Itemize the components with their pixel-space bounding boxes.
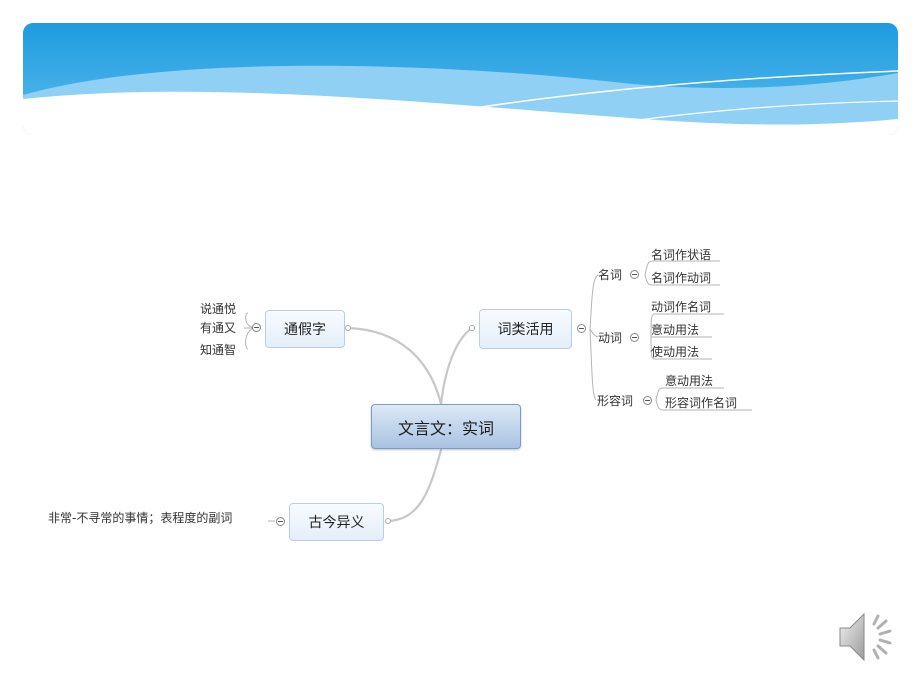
- speaker-icon[interactable]: [836, 606, 898, 668]
- connector-dot: [469, 325, 475, 331]
- central-topic[interactable]: 文言文：实词: [371, 404, 521, 449]
- group-dongci: 动词: [598, 331, 623, 345]
- collapse-toggle-icon[interactable]: [577, 324, 586, 333]
- collapse-toggle-icon[interactable]: [643, 396, 652, 405]
- group-mingci: 名词: [598, 268, 623, 282]
- leaf-zhi-tong-zhi: 知通智: [200, 343, 237, 357]
- topic-cileihuoyong-label: 词类活用: [497, 322, 554, 338]
- topic-tongjiazi[interactable]: 通假字: [265, 310, 345, 348]
- central-topic-label: 文言文：实词: [397, 418, 494, 438]
- leaf-mingci-zuo-zhuangyu: 名词作状语: [651, 248, 712, 262]
- leaf-xrc-zuo-mingci: 形容词作名词: [665, 396, 738, 410]
- topic-gujinyiyi-label: 古今异义: [308, 515, 365, 531]
- connector-dot: [385, 518, 391, 524]
- topic-gujinyiyi[interactable]: 古今异义: [289, 503, 384, 541]
- leaf-dongci-zuo-mingci: 动词作名词: [651, 300, 712, 314]
- collapse-toggle-icon[interactable]: [630, 333, 639, 342]
- leaf-xrc-yidong-yongfa: 意动用法: [665, 374, 714, 388]
- leaf-feichang: 非常-不寻常的事情；表程度的副词: [48, 511, 233, 525]
- collapse-toggle-icon[interactable]: [276, 517, 285, 526]
- leaf-shuo-tong-yue: 说通悦: [200, 302, 237, 316]
- topic-tongjiazi-label: 通假字: [284, 322, 326, 338]
- header-banner: [23, 23, 898, 135]
- leaf-mingci-zuo-dongci: 名词作动词: [651, 271, 712, 285]
- group-xingrongci: 形容词: [597, 394, 634, 408]
- connector-dot: [345, 325, 351, 331]
- leaf-shidong-yongfa: 使动用法: [651, 345, 700, 359]
- collapse-toggle-icon[interactable]: [252, 323, 261, 332]
- topic-cileihuoyong[interactable]: 词类活用: [479, 309, 572, 349]
- collapse-toggle-icon[interactable]: [630, 270, 639, 279]
- leaf-yidong-yongfa: 意动用法: [651, 323, 700, 337]
- leaf-you-tong-you: 有通又: [200, 321, 237, 335]
